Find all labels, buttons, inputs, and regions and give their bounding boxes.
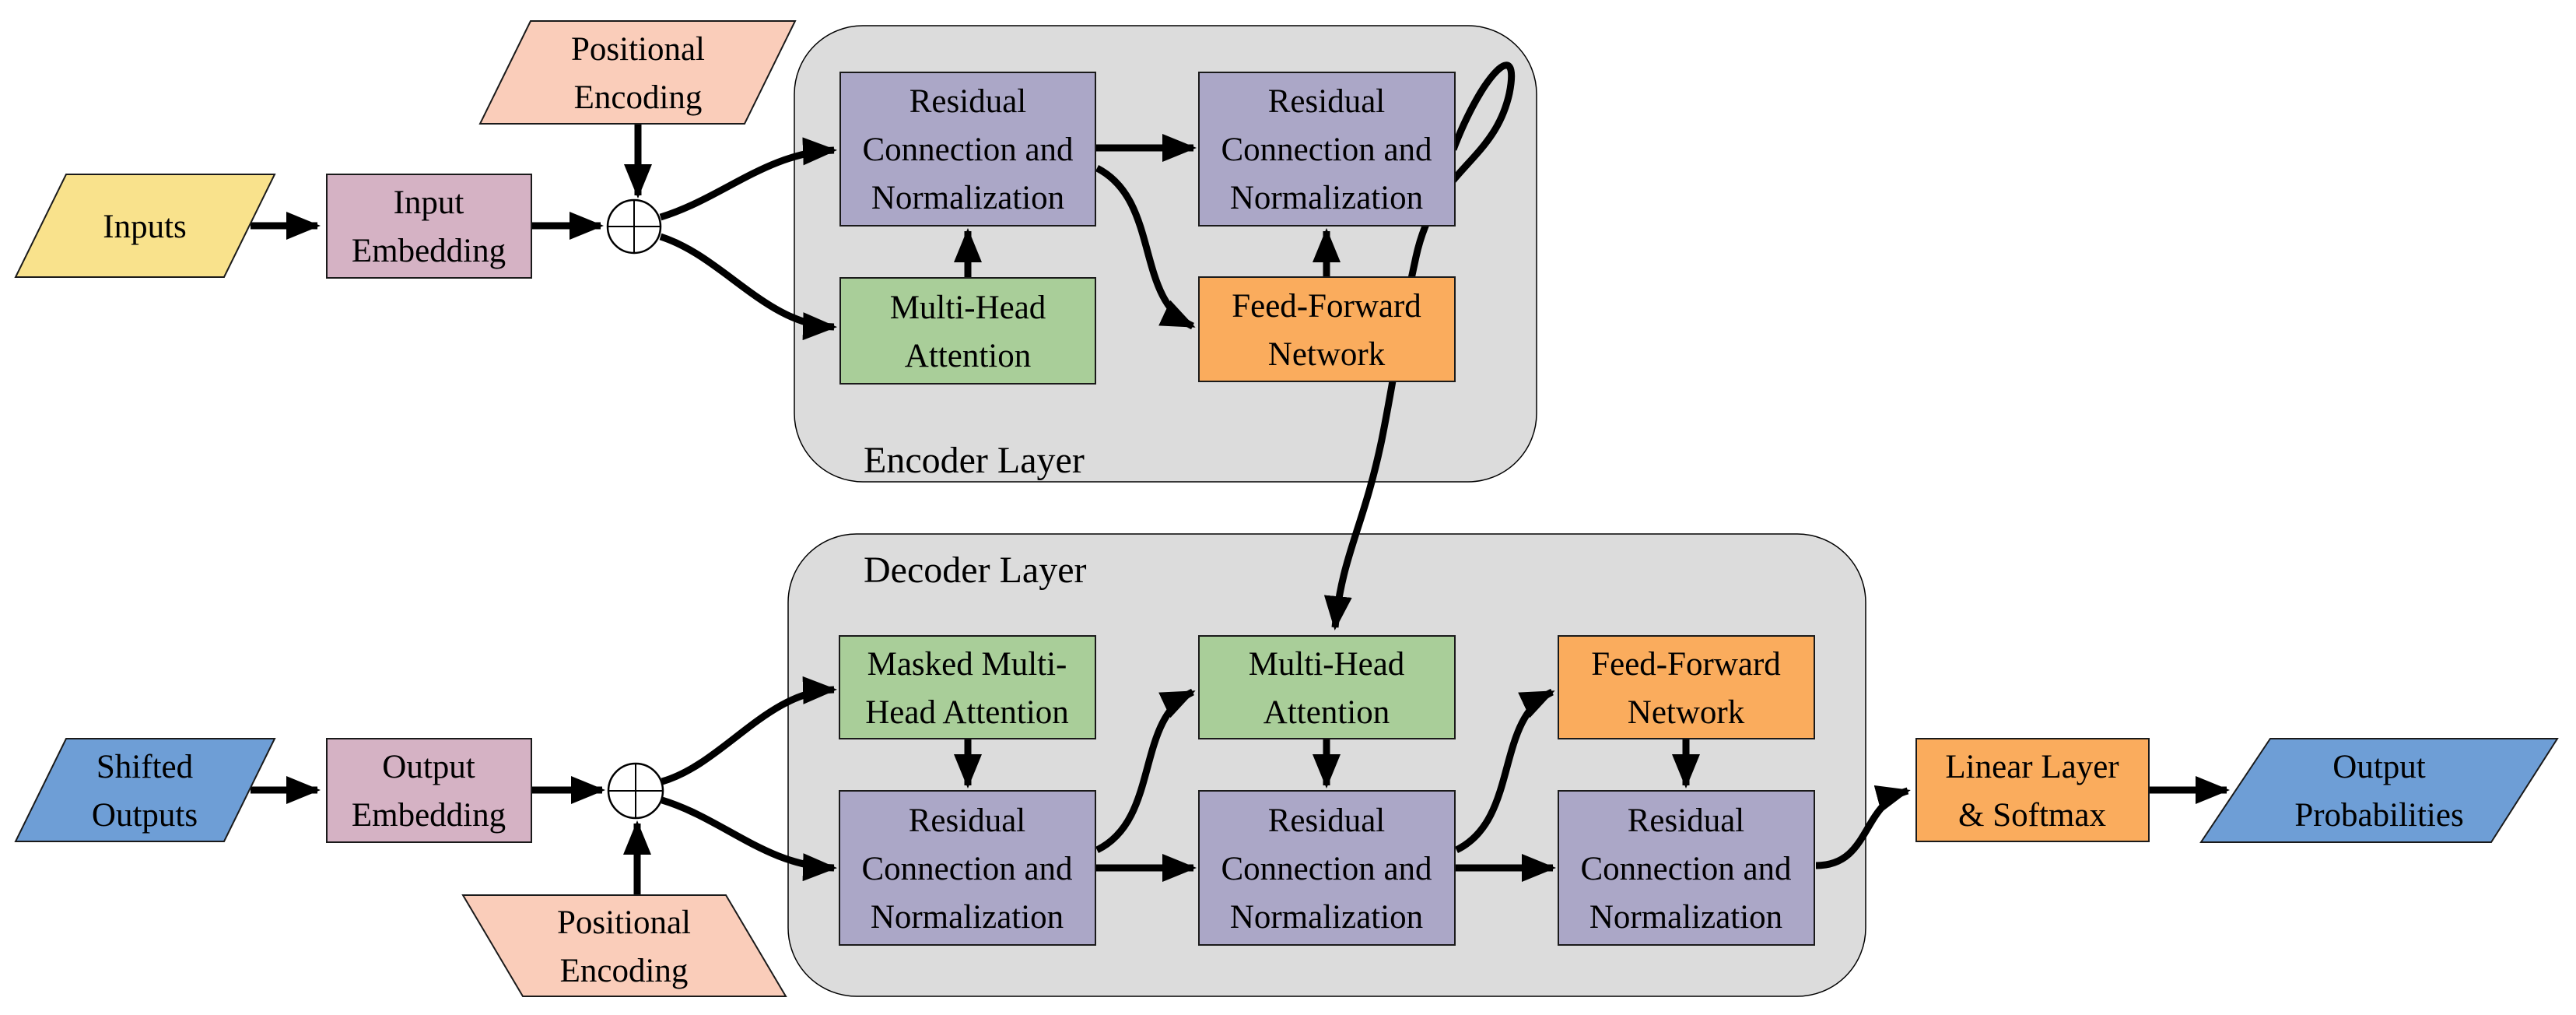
multi-head-attention-enc-box	[839, 277, 1096, 385]
rcn-enc-1-box	[839, 72, 1096, 227]
mha-enc-line2: Attention	[905, 338, 1031, 374]
arrow-add-to-mha-enc	[659, 233, 837, 341]
node-feed-forward-enc: Feed-Forward Network	[1198, 276, 1456, 382]
arrow-rcn-dec-1-to-mha-dec	[1095, 688, 1196, 854]
output-probabilities-parallelogram	[2199, 738, 2559, 843]
ffn-dec-line2: Network	[1628, 694, 1745, 731]
linear-softmax-line1: Linear Layer	[1945, 749, 2119, 785]
output-embedding-box	[326, 738, 532, 843]
node-linear-softmax: Linear Layer & Softmax	[1915, 738, 2150, 842]
arrow-add-to-rcn-enc-1	[659, 137, 837, 221]
connector-arrows	[251, 61, 2230, 895]
rcn-dec-3-line1: Residual	[1628, 803, 1745, 839]
node-output-embedding: Output Embedding	[326, 738, 532, 843]
multi-head-attention-dec-box	[1198, 635, 1456, 739]
linear-softmax-box	[1915, 738, 2150, 842]
node-positional-encoding-bottom: Positional Encoding	[461, 894, 787, 997]
inputs-label: Inputs	[103, 209, 187, 245]
output-embedding-line1: Output	[382, 749, 475, 785]
arrow-encoder-output-to-mha-dec	[1323, 61, 1516, 630]
rcn-dec-2-line1: Residual	[1268, 803, 1386, 839]
decoder-layer-label: Decoder Layer	[864, 550, 1086, 591]
output-probabilities-line2: Probabilities	[2294, 797, 2463, 834]
masked-mha-line1: Masked Multi-	[867, 646, 1067, 683]
positional-encoding-top-label-line1: Positional	[571, 31, 705, 68]
mha-enc-line1: Multi-Head	[890, 290, 1046, 326]
rcn-enc-1-line1: Residual	[909, 83, 1027, 120]
rcn-enc-2-line1: Residual	[1268, 83, 1386, 120]
rcn-dec-1-line3: Normalization	[871, 899, 1064, 936]
rcn-dec-3-line3: Normalization	[1589, 899, 1782, 936]
masked-mha-line2: Head Attention	[865, 694, 1069, 731]
positional-encoding-top-label-line2: Encoding	[574, 79, 703, 116]
encoder-layer-label: Encoder Layer	[864, 440, 1085, 481]
rcn-dec-1-box	[839, 790, 1096, 946]
node-feed-forward-dec: Feed-Forward Network	[1558, 635, 1815, 739]
add-icon-bottom	[607, 762, 664, 820]
ffn-dec-line1: Feed-Forward	[1591, 646, 1781, 683]
rcn-dec-3-line2: Connection and	[1580, 851, 1791, 887]
node-multi-head-attention-enc: Multi-Head Attention	[839, 277, 1096, 385]
node-inputs: Inputs	[14, 174, 276, 278]
output-embedding-line2: Embedding	[352, 797, 506, 834]
output-probabilities-line1: Output	[2332, 749, 2426, 785]
rcn-enc-1-line2: Connection and	[862, 132, 1073, 168]
masked-mha-box	[839, 635, 1096, 739]
node-input-embedding: Input Embedding	[326, 174, 532, 279]
linear-softmax-line2: & Softmax	[1958, 797, 2106, 834]
input-embedding-label-line2: Embedding	[352, 233, 506, 269]
shifted-outputs-line2: Outputs	[92, 797, 198, 834]
arrow-add-to-masked-mha	[661, 676, 837, 785]
node-shifted-outputs: Shifted Outputs	[14, 738, 276, 842]
node-rcn-dec-3: Residual Connection and Normalization	[1558, 790, 1815, 946]
feed-forward-enc-box	[1198, 276, 1456, 382]
shifted-outputs-parallelogram	[14, 738, 276, 842]
positional-encoding-bottom-parallelogram	[461, 894, 787, 997]
rcn-dec-2-line3: Normalization	[1230, 899, 1423, 936]
input-embedding-label-line1: Input	[394, 184, 464, 221]
positional-encoding-top-parallelogram	[478, 20, 797, 125]
rcn-dec-2-line2: Connection and	[1221, 851, 1432, 887]
rcn-dec-3-box	[1558, 790, 1815, 946]
rcn-dec-2-box	[1198, 790, 1456, 946]
inputs-parallelogram	[14, 174, 276, 278]
rcn-enc-2-line3: Normalization	[1230, 180, 1423, 216]
node-multi-head-attention-dec: Multi-Head Attention	[1198, 635, 1456, 739]
arrow-rcn-enc-1-to-ffn-enc	[1095, 164, 1196, 330]
rcn-dec-1-line1: Residual	[909, 803, 1026, 839]
mha-dec-line2: Attention	[1263, 694, 1390, 731]
ffn-enc-line1: Feed-Forward	[1232, 288, 1421, 325]
rcn-enc-2-line2: Connection and	[1221, 132, 1432, 168]
positional-encoding-bottom-line2: Encoding	[560, 953, 689, 989]
input-embedding-box	[326, 174, 532, 279]
node-rcn-enc-1: Residual Connection and Normalization	[839, 72, 1096, 227]
rcn-enc-2-box	[1198, 72, 1456, 227]
node-positional-encoding-top: Positional Encoding	[478, 20, 797, 125]
arrow-rcn-dec-3-to-linear-softmax	[1815, 785, 1911, 869]
ffn-enc-line2: Network	[1268, 336, 1386, 373]
feed-forward-dec-box	[1558, 635, 1815, 739]
rcn-enc-1-line3: Normalization	[871, 180, 1064, 216]
positional-encoding-bottom-line1: Positional	[557, 904, 691, 941]
node-masked-multi-head-attention: Masked Multi- Head Attention	[839, 635, 1096, 739]
rcn-dec-1-line2: Connection and	[861, 851, 1072, 887]
mha-dec-line1: Multi-Head	[1249, 646, 1405, 683]
node-output-probabilities: Output Probabilities	[2199, 738, 2559, 843]
arrow-rcn-dec-2-to-ffn-dec	[1454, 688, 1555, 854]
node-rcn-dec-2: Residual Connection and Normalization	[1198, 790, 1456, 946]
arrow-add-to-rcn-dec-1	[661, 796, 837, 882]
add-icon-top	[606, 198, 662, 255]
node-rcn-enc-2: Residual Connection and Normalization	[1198, 72, 1456, 227]
shifted-outputs-line1: Shifted	[96, 749, 193, 785]
node-rcn-dec-1: Residual Connection and Normalization	[839, 790, 1096, 946]
